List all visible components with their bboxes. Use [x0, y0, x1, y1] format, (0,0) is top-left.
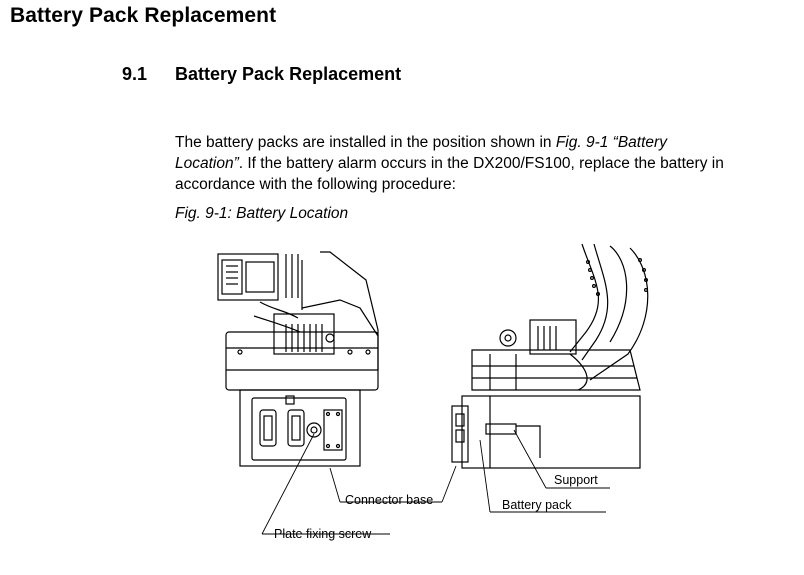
label-connector-base: Connector base: [345, 493, 433, 507]
section-number: 9.1: [122, 64, 148, 84]
robot-front-view: [217, 251, 379, 467]
battery-location-drawing: Connector base Plate fixing screw Suppor…: [217, 243, 649, 541]
figure-caption: Fig. 9-1: Battery Location: [175, 205, 349, 222]
label-plate-fixing-screw: Plate fixing screw: [274, 527, 372, 541]
label-support: Support: [554, 473, 598, 487]
section-heading: 9.1 Battery Pack Replacement: [122, 64, 401, 85]
robot-side-view: [451, 243, 649, 469]
label-battery-pack: Battery pack: [502, 498, 572, 512]
figure-reference: Fig. 9-1 “Battery Location”: [175, 134, 667, 172]
page-title: Battery Pack Replacement: [10, 4, 277, 27]
body-paragraph: The battery packs are installed in the p…: [175, 132, 735, 195]
leader-lines: [261, 429, 610, 535]
paragraph-text-2: . If the battery alarm occurs in the DX2…: [175, 155, 724, 193]
battery-location-figure: Connector base Plate fixing screw Suppor…: [190, 240, 804, 570]
paragraph-text-1: The battery packs are installed in the p…: [175, 134, 556, 151]
section-title: Battery Pack Replacement: [175, 64, 402, 84]
